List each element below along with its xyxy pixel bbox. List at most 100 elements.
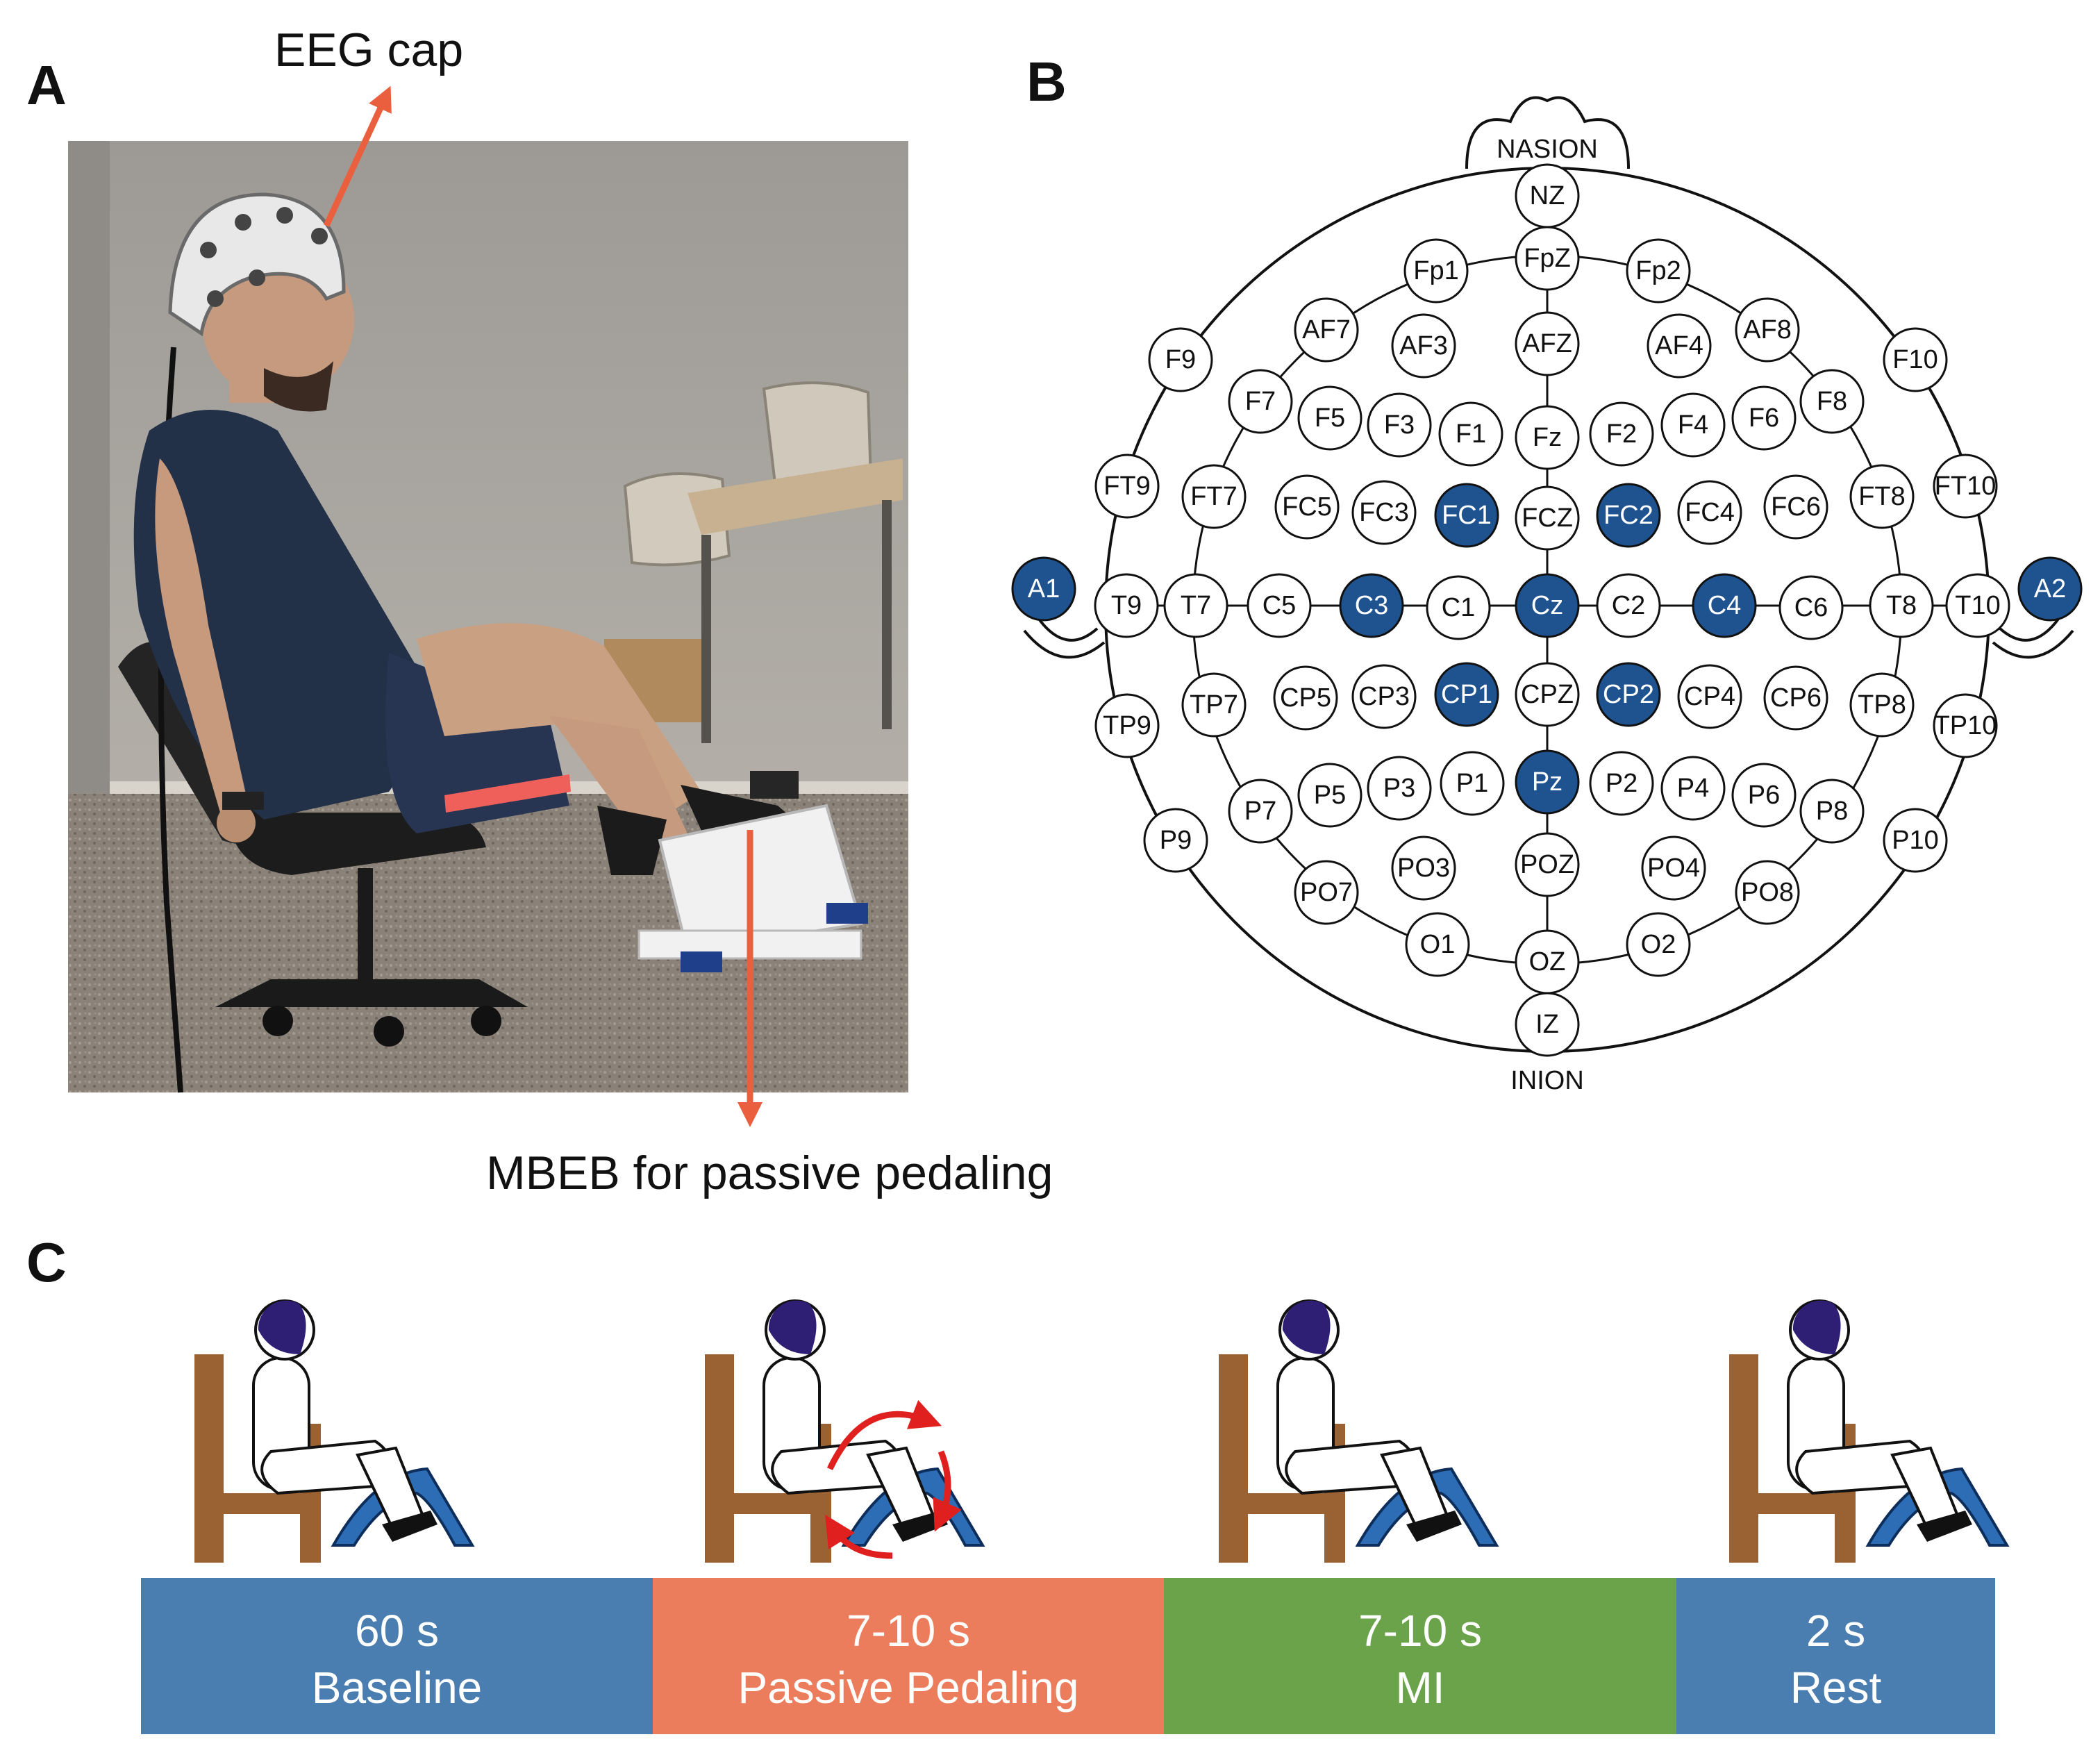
electrode-fc2: FC2: [1596, 483, 1661, 548]
electrode-marker: [1799, 779, 1865, 844]
electrode-label: FT8: [1858, 482, 1906, 511]
electrode-f10: F10: [1883, 327, 1948, 392]
posture-figure-2: [705, 1299, 985, 1563]
electrode-fc4: FC4: [1677, 480, 1742, 545]
electrode-a2: A2: [2017, 556, 2083, 622]
segment-duration: 60 s: [355, 1606, 439, 1656]
electrode-p8: P8: [1799, 779, 1865, 844]
electrode-label: C6: [1794, 593, 1828, 622]
segment-block: [1164, 1578, 1676, 1734]
electrode-label: P9: [1160, 826, 1192, 855]
electrode-label: TP8: [1858, 690, 1906, 720]
electrode-label: F1: [1456, 419, 1486, 449]
electrode-f5: F5: [1297, 385, 1362, 451]
electrode-fp1: Fp1: [1403, 238, 1469, 304]
electrode-marker: [1297, 763, 1362, 828]
electrode-f2: F2: [1589, 401, 1654, 467]
electrode-marker: [1589, 751, 1654, 816]
electrode-label: P2: [1606, 769, 1638, 798]
electrode-marker: [1438, 401, 1503, 467]
electrode-label: P4: [1677, 774, 1709, 803]
electrode-fpz: FpZ: [1515, 226, 1580, 291]
electrode-label: C5: [1262, 591, 1297, 620]
electrode-marker: [1589, 401, 1654, 467]
electrode-label: AF4: [1655, 331, 1703, 360]
left-ear-arc-inner: [1037, 617, 1099, 642]
timeline-segment-3: 7-10 sMI: [1164, 1578, 1676, 1734]
chair-icon: [1219, 1354, 1345, 1563]
electrode-marker: [1945, 573, 2010, 638]
electrode-marker: [1440, 751, 1505, 816]
nose-outline: [1465, 96, 1630, 169]
electrode-af7: AF7: [1294, 297, 1359, 363]
electrode-p4: P4: [1660, 756, 1726, 821]
electrode-p2: P2: [1589, 751, 1654, 816]
chair-icon: [194, 1354, 321, 1563]
electrode-label: CP5: [1280, 683, 1331, 713]
electrode-label: T9: [1111, 591, 1142, 620]
electrode-label: FC5: [1282, 492, 1332, 522]
electrode-f8: F8: [1799, 369, 1865, 434]
electrode-cp3: CP3: [1351, 664, 1417, 729]
electrode-o2: O2: [1626, 912, 1691, 977]
electrode-nz: NZ: [1515, 163, 1580, 228]
electrode-label: Pz: [1532, 767, 1562, 797]
electrode-marker: [1391, 313, 1456, 379]
electrode-c6: C6: [1778, 575, 1844, 640]
electrode-af3: AF3: [1391, 313, 1456, 379]
electrode-marker: [1403, 238, 1469, 304]
electrode-cp5: CP5: [1273, 665, 1338, 731]
electrode-marker: [2017, 556, 2083, 622]
electrode-oz: OZ: [1515, 929, 1580, 995]
electrode-o1: O1: [1405, 912, 1470, 977]
electrode-iz: IZ: [1515, 992, 1580, 1057]
electrode-label: A1: [1028, 574, 1060, 604]
electrode-t9: T9: [1094, 573, 1159, 638]
electrode-label: TP10: [1934, 711, 1997, 740]
electrode-label: FC1: [1442, 501, 1492, 530]
electrode-label: P3: [1383, 774, 1415, 803]
electrode-marker: [1434, 483, 1499, 548]
segment-phase: Rest: [1790, 1663, 1882, 1713]
electrode-marker: [1094, 693, 1160, 758]
electrode-label: P5: [1314, 781, 1346, 810]
segment-duration: 7-10 s: [847, 1606, 970, 1656]
electrode-label: F10: [1892, 345, 1938, 374]
electrode-cpz: CPZ: [1515, 662, 1580, 727]
electrode-label: O2: [1641, 930, 1676, 959]
electrode-cp4: CP4: [1677, 664, 1742, 729]
electrode-marker: [1351, 664, 1417, 729]
electrode-tp10: TP10: [1933, 693, 1998, 758]
electrode-marker: [1731, 385, 1797, 451]
electrode-marker: [1297, 385, 1362, 451]
electrode-label: T8: [1886, 591, 1917, 620]
electrode-marker: [1677, 664, 1742, 729]
electrode-label: F4: [1678, 410, 1708, 440]
electrode-marker: [1011, 556, 1076, 622]
inion-label: INION: [1510, 1066, 1584, 1095]
segment-block: [141, 1578, 653, 1734]
electrode-marker: [1294, 297, 1359, 363]
electrode-marker: [1763, 665, 1828, 731]
electrode-label: NZ: [1530, 181, 1565, 210]
electrode-t7: T7: [1163, 573, 1228, 638]
electrode-label: FC2: [1603, 501, 1653, 530]
participant-photo: [68, 141, 908, 1093]
electrode-marker: [1735, 297, 1800, 363]
electrode-p3: P3: [1367, 756, 1432, 821]
electrode-label: CP6: [1770, 683, 1822, 713]
electrode-p5: P5: [1297, 763, 1362, 828]
electrode-marker: [1778, 575, 1844, 640]
electrode-marker: [1515, 573, 1580, 638]
eeg-cap-label: EEG cap: [274, 24, 463, 76]
electrode-marker: [1641, 835, 1706, 901]
electrode-marker: [1294, 860, 1359, 925]
electrode-label: P7: [1244, 797, 1276, 826]
electrode-marker: [1163, 573, 1228, 638]
electrode-pz: Pz: [1515, 749, 1580, 815]
electrode-marker: [1799, 369, 1865, 434]
electrode-f3: F3: [1367, 392, 1432, 458]
electrode-cz: Cz: [1515, 573, 1580, 638]
electrode-marker: [1883, 327, 1948, 392]
